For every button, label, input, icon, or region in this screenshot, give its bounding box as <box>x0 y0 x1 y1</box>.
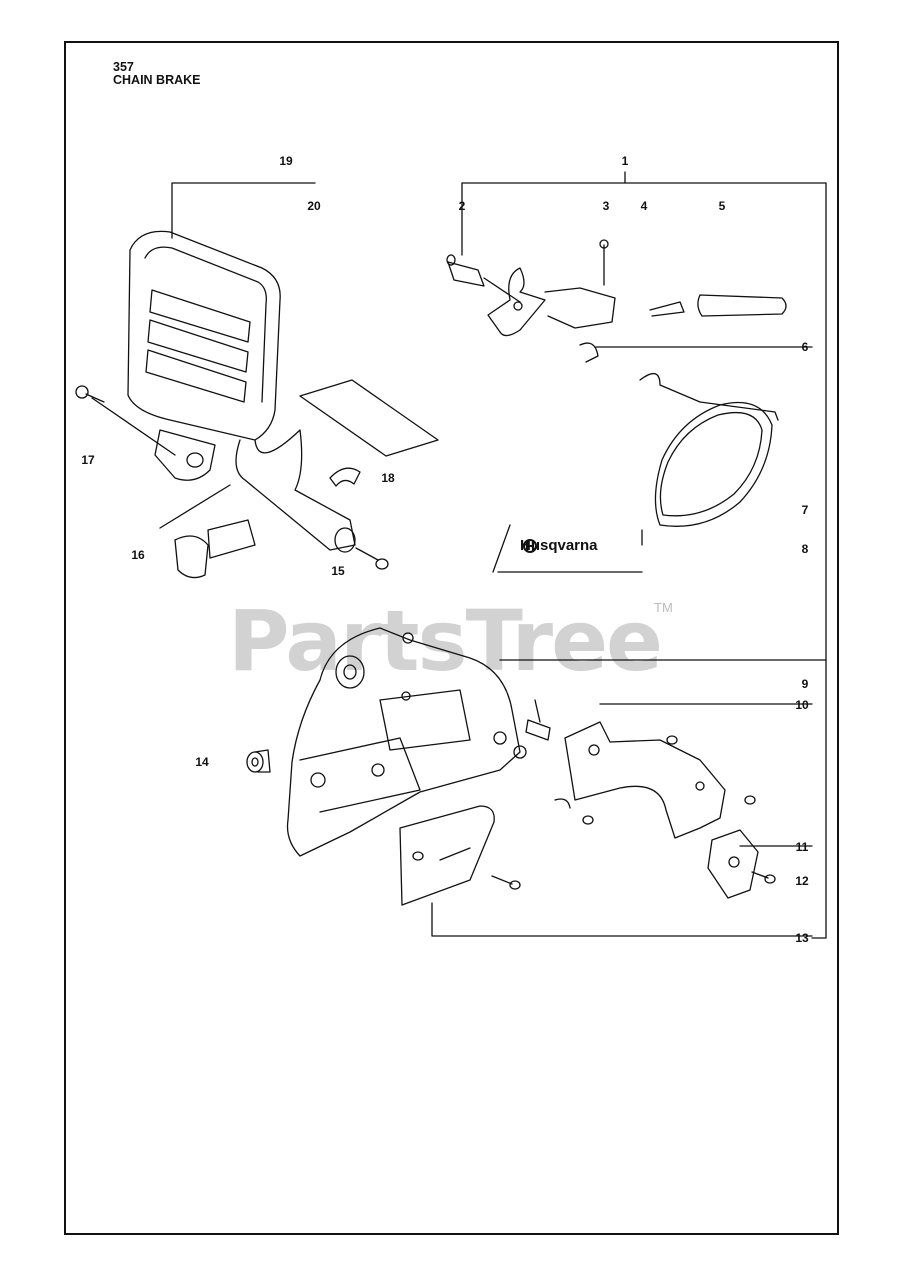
cover-plate-13-part <box>399 805 521 906</box>
callout-10: 10 <box>795 698 809 712</box>
clip-18-part <box>329 467 361 487</box>
callout-7: 7 <box>801 503 809 517</box>
leader-13 <box>431 902 813 937</box>
decal-sheet <box>299 379 439 457</box>
model-number: 357 <box>113 60 134 74</box>
callout-3: 3 <box>602 199 610 213</box>
leader-19-20 <box>171 182 316 239</box>
callout-16: 16 <box>131 548 145 562</box>
page-title: CHAIN BRAKE <box>113 73 201 87</box>
screw-15-part <box>355 547 389 570</box>
leader-16 <box>159 484 231 529</box>
callout-9: 9 <box>801 677 809 691</box>
leader-kit-1 <box>461 171 827 939</box>
brake-kit-parts <box>446 239 787 363</box>
callout-8: 8 <box>801 542 809 556</box>
callout-13: 13 <box>795 931 809 945</box>
brake-band-part <box>639 373 779 527</box>
brake-housing-part <box>286 627 527 857</box>
callout-12: 12 <box>795 874 809 888</box>
diagram-frame <box>64 41 839 1235</box>
callout-15: 15 <box>331 564 345 578</box>
callout-18: 18 <box>381 471 395 485</box>
pin-part <box>525 699 551 741</box>
bracket-11-part <box>707 829 776 899</box>
decal-8-outline <box>492 524 643 573</box>
callout-11: 11 <box>795 840 809 854</box>
callout-17: 17 <box>81 453 95 467</box>
bushing-16-part <box>174 519 256 579</box>
callout-6: 6 <box>801 340 809 354</box>
husqvarna-logo-icon <box>523 539 537 553</box>
husqvarna-decal-text: Husqvarna <box>520 537 598 554</box>
callout-14: 14 <box>195 755 209 769</box>
callout-5: 5 <box>718 199 726 213</box>
callout-20: 20 <box>307 199 321 213</box>
watermark-trademark: TM <box>654 600 673 615</box>
washer-14-part <box>246 749 271 773</box>
guard-10-part <box>554 721 756 839</box>
callout-19: 19 <box>279 154 293 168</box>
watermark: PartsTree <box>228 592 663 690</box>
hand-guard-part <box>127 230 356 553</box>
screw-17-part <box>75 385 105 403</box>
leader-17 <box>91 397 176 456</box>
callout-1: 1 <box>621 154 629 168</box>
callout-4: 4 <box>640 199 648 213</box>
callout-2: 2 <box>458 199 466 213</box>
